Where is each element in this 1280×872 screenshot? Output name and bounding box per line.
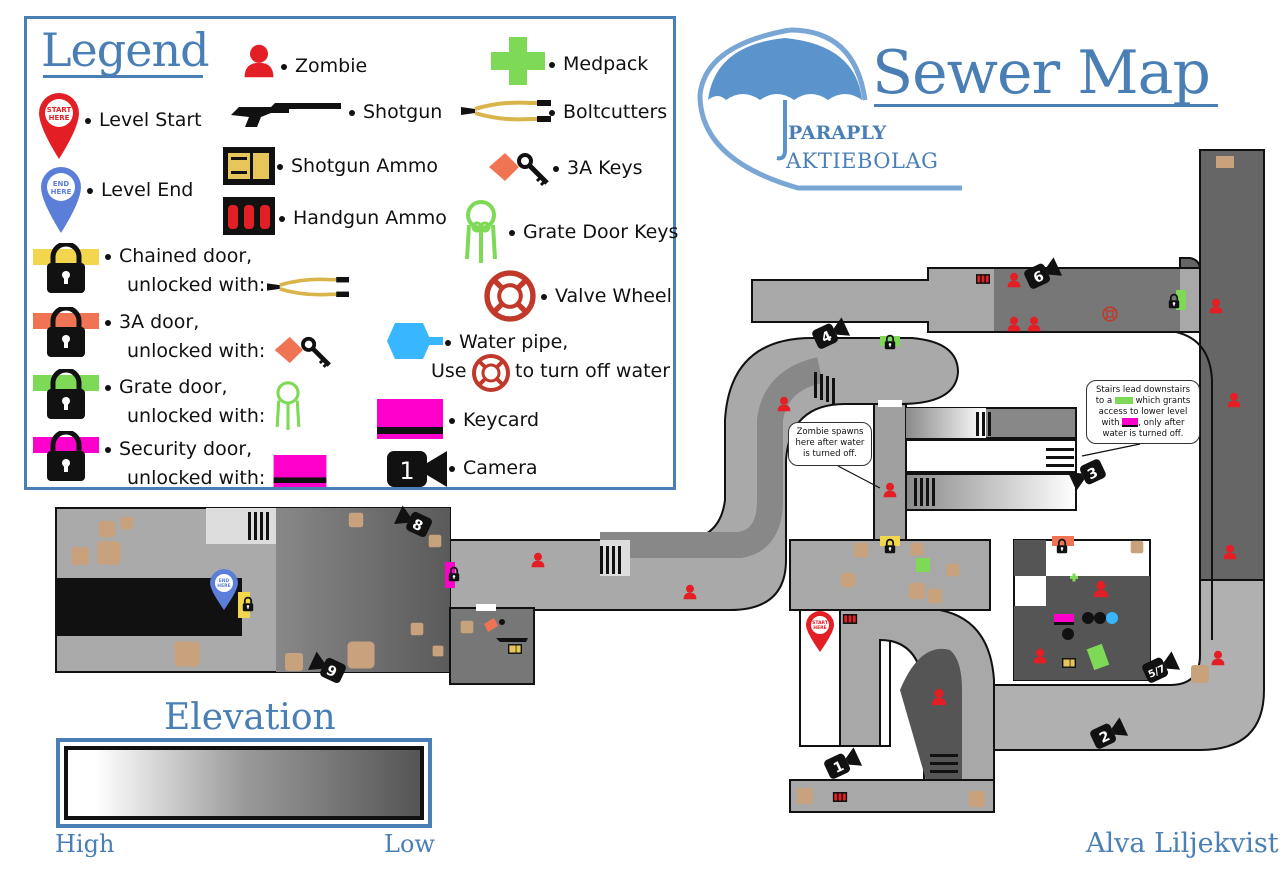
camera-marker-4: 4 <box>810 317 851 351</box>
door-3a-icon <box>33 307 99 357</box>
camera-marker-2: 2 <box>1088 717 1129 751</box>
legend-item-handgun-ammo: Handgun Ammo <box>273 207 447 229</box>
callout-zombie-spawn: Zombie spawns here after water is turned… <box>788 422 872 466</box>
legend-item-level-end: Level End <box>81 179 193 201</box>
svg-text:START: START <box>47 106 72 114</box>
callout-stairs: Stairs lead downstairs to a which grants… <box>1086 380 1200 444</box>
svg-text:1: 1 <box>399 457 414 485</box>
elevation-gradient-bar <box>56 738 432 828</box>
water-pipe-icon <box>387 323 443 359</box>
legend-item-security-door-sub: unlocked with: <box>127 467 266 489</box>
keys-3a-icon <box>489 153 549 187</box>
zombie-icon <box>244 44 274 78</box>
elevation-high-label: High <box>55 830 115 858</box>
legend-item-3a-door-sub: unlocked with: <box>127 340 266 362</box>
medpack-icon <box>491 37 545 85</box>
svg-text:HERE: HERE <box>813 625 826 631</box>
legend-title: Legend <box>41 23 210 77</box>
legend-item-3a-keys: 3A Keys <box>547 157 642 179</box>
legend-item-keycard: Keycard <box>443 409 539 431</box>
grate-door-keys-icon <box>275 381 301 430</box>
map-title: Sewer Map <box>872 38 1211 108</box>
svg-text:HERE: HERE <box>49 114 70 122</box>
security-door-icon <box>33 431 99 481</box>
legend-item-3a-door: 3A door, <box>99 311 199 333</box>
legend-item-grate-door-keys: Grate Door Keys <box>503 221 678 243</box>
legend-item-chained-door-sub: unlocked with: <box>127 274 266 296</box>
valve-wheel-icon <box>484 270 536 322</box>
map-doors <box>238 290 1186 618</box>
legend-item-camera: Camera <box>443 457 538 479</box>
keycard-icon <box>377 399 443 439</box>
map-title-underline <box>874 104 1218 107</box>
camera-marker-6: 6 <box>1022 257 1063 291</box>
legend-item-security-door: Security door, <box>99 438 252 460</box>
keys-3a-icon <box>274 336 331 368</box>
elevation-title: Elevation <box>164 697 336 738</box>
company-subtitle: AKTIEBOLAG <box>786 149 939 173</box>
legend-title-underline <box>43 75 203 78</box>
valve-wheel-icon <box>472 354 510 392</box>
camera-marker-3: 3 <box>1067 457 1108 491</box>
svg-text:HERE: HERE <box>217 583 230 589</box>
camera-marker-9: 9 <box>307 651 348 685</box>
svg-text:END: END <box>53 180 70 188</box>
legend-item-boltcutters: Boltcutters <box>543 101 667 123</box>
boltcutters-icon <box>267 276 349 298</box>
company-name: PARAPLY <box>788 122 887 144</box>
legend-item-water-pipe-use: Use <box>431 360 467 382</box>
callout-pointer <box>1081 443 1141 457</box>
legend-item-zombie: Zombie <box>275 55 367 77</box>
legend-item-valve-wheel: Valve Wheel <box>535 285 672 307</box>
legend-item-shotgun-ammo: Shotgun Ammo <box>271 155 438 177</box>
svg-text:END: END <box>219 578 230 584</box>
shotgun-ammo-icon <box>223 147 275 185</box>
handgun-ammo-icon <box>223 197 275 235</box>
legend-item-shotgun: Shotgun <box>343 101 442 123</box>
svg-text:HERE: HERE <box>51 188 72 196</box>
map-end-pin: END HERE <box>210 569 238 610</box>
map-items <box>484 156 1234 802</box>
keycard-icon <box>273 455 327 487</box>
camera-marker-1: 1 <box>822 747 863 781</box>
camera-marker-5-7: 5/7 <box>1140 651 1181 685</box>
boltcutters-icon <box>461 100 551 122</box>
legend-item-grate-door: Grate door, <box>99 376 228 398</box>
grate-door-keys-icon <box>465 200 497 263</box>
legend-item-grate-door-sub: unlocked with: <box>127 405 266 427</box>
legend-item-chained-door: Chained door, <box>99 245 252 267</box>
legend-item-water-pipe-sub: to turn off water <box>515 360 671 382</box>
legend-item-level-start: Level Start <box>79 109 202 131</box>
camera-icon: 1 <box>387 451 447 487</box>
author-name: Alva Liljekvist <box>1086 828 1279 859</box>
camera-marker-8: 8 <box>393 505 434 539</box>
elevation-low-label: Low <box>384 830 435 858</box>
callout-pointer <box>837 465 881 489</box>
map-start-pin: START HERE <box>806 611 834 652</box>
svg-text:START: START <box>812 620 829 626</box>
grate-door-icon <box>33 369 99 419</box>
chained-door-icon <box>33 243 99 293</box>
umbrella-logo-icon <box>697 27 962 191</box>
legend-item-water-pipe: Water pipe, <box>439 331 568 353</box>
map-cameras: 1 2 3 4 5/7 6 8 9 <box>307 257 1181 781</box>
shotgun-icon <box>231 103 341 127</box>
legend-item-medpack: Medpack <box>543 53 648 75</box>
